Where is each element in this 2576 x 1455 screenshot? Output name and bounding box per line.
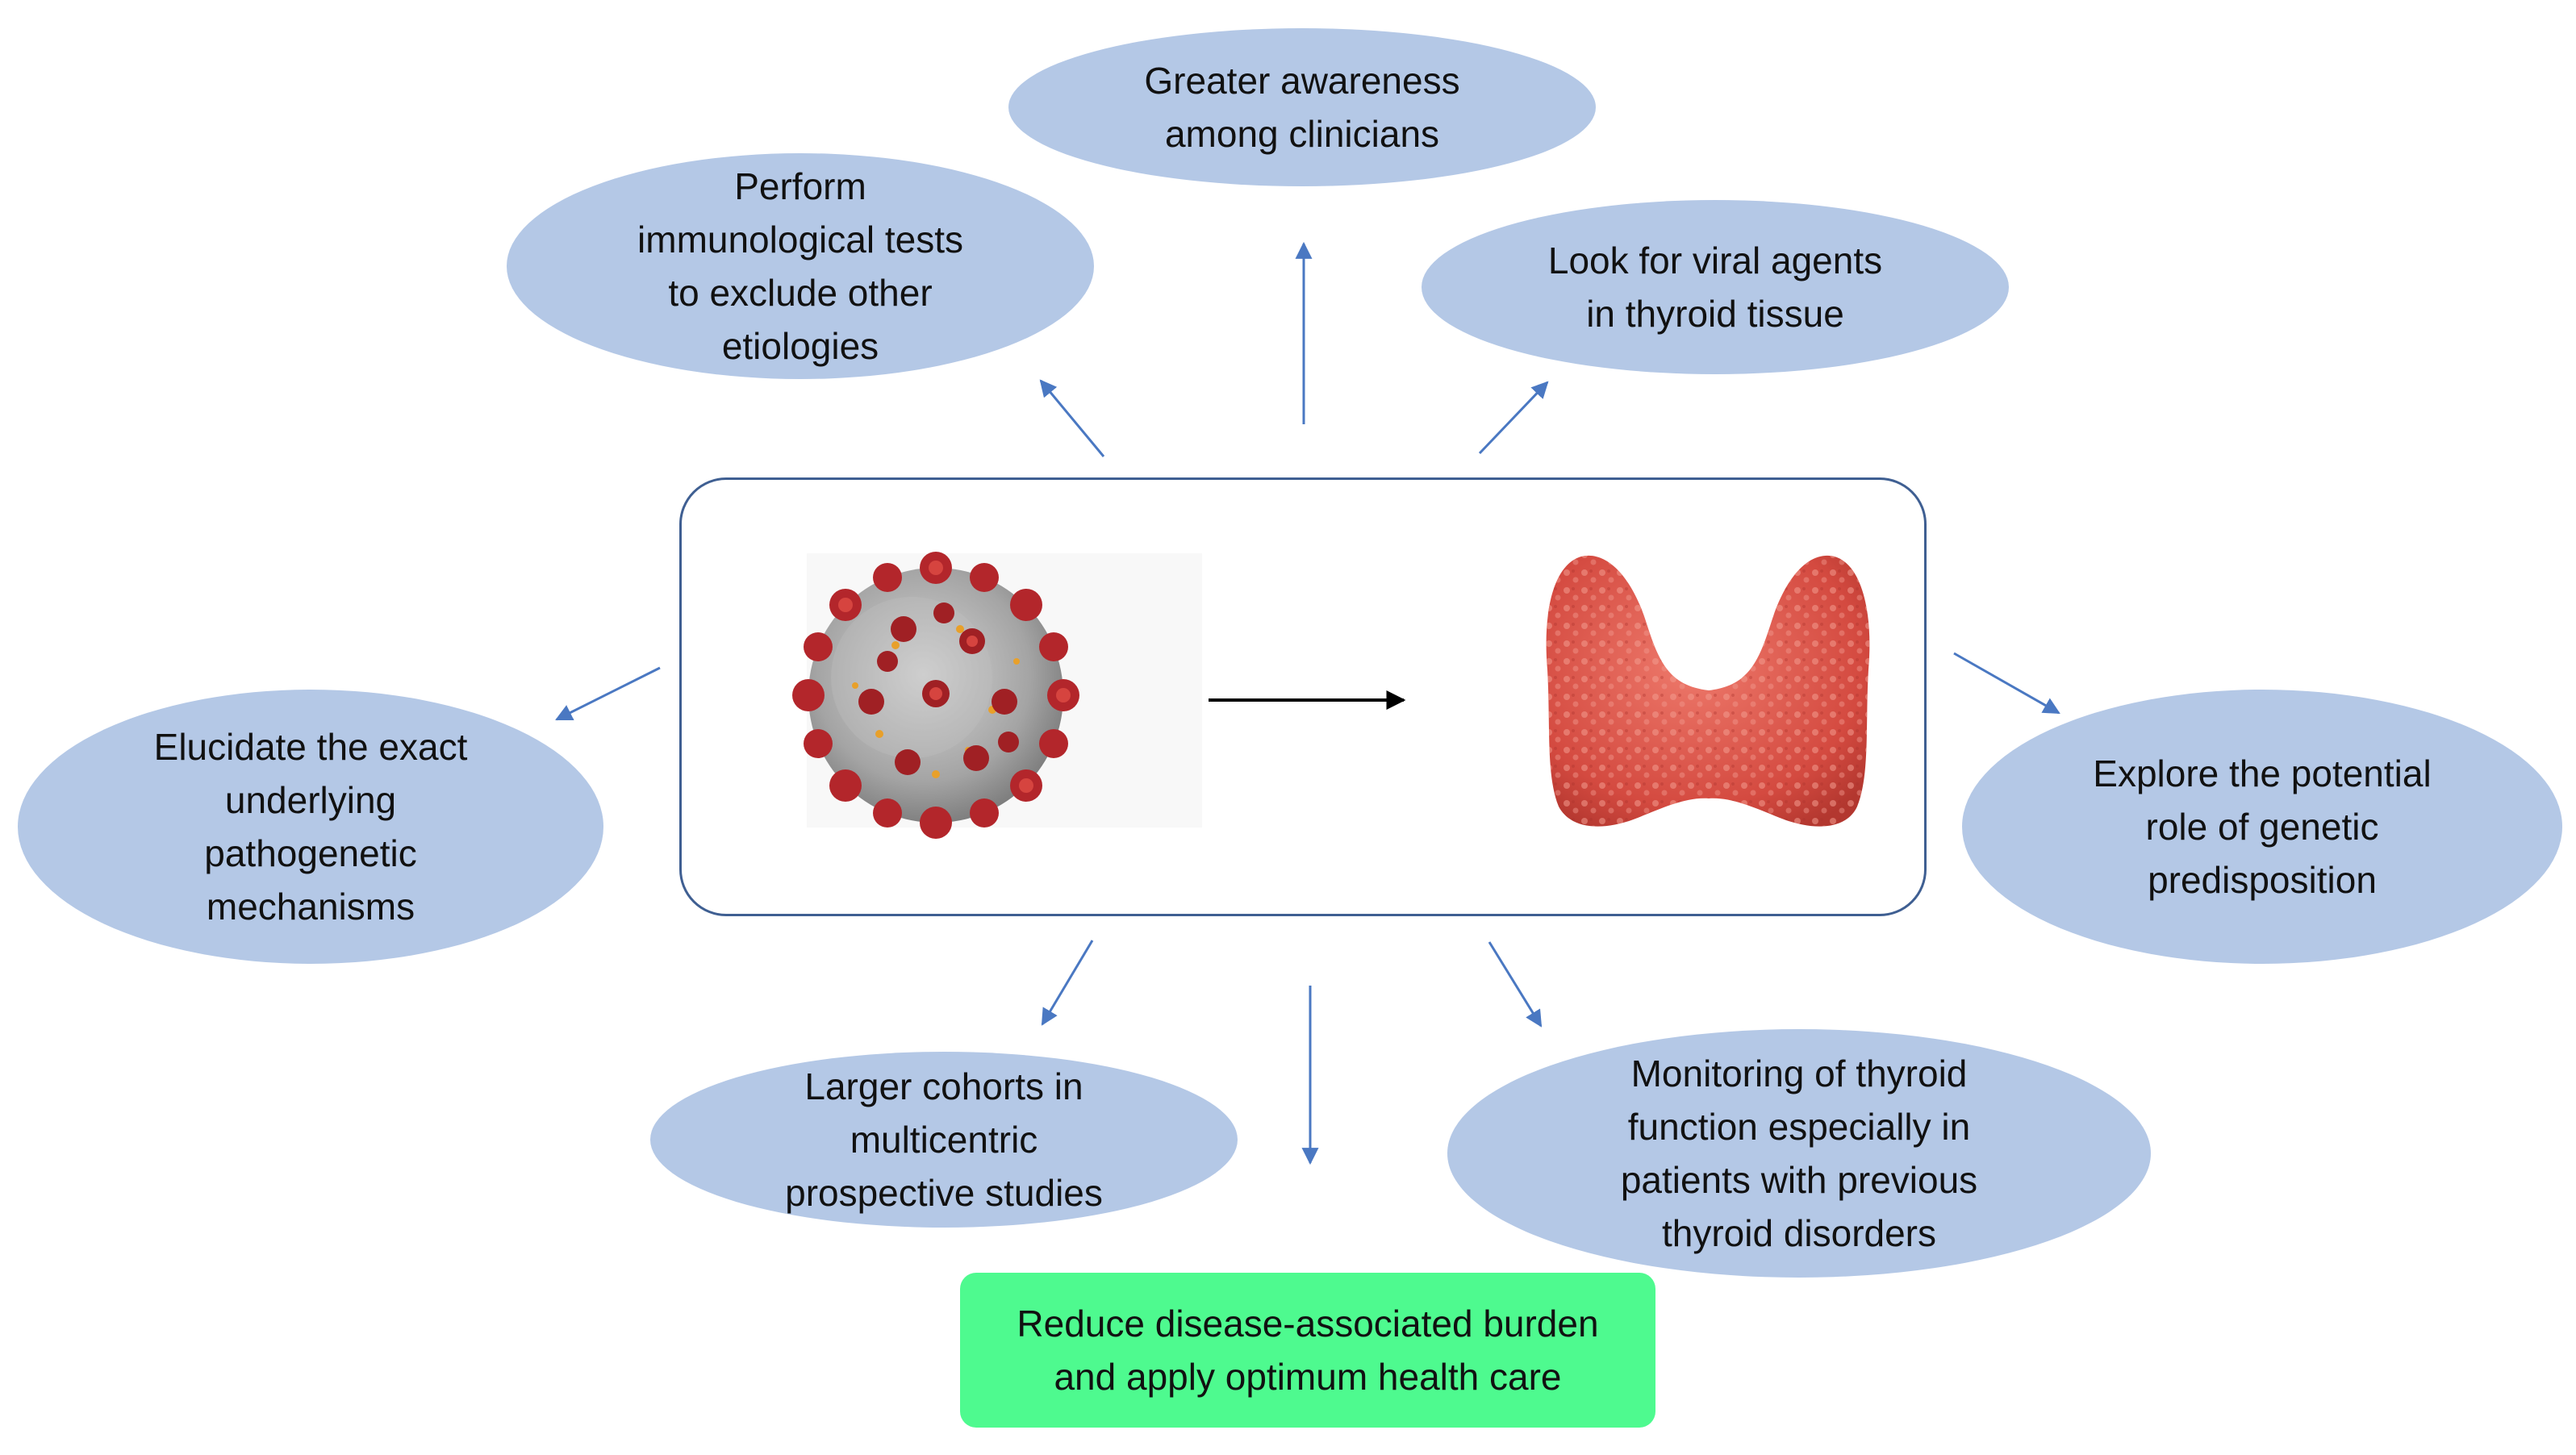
node-pathogenetic-mechanisms: Elucidate the exact underlying pathogene… — [18, 690, 603, 964]
arrow-to-thyroid-monitoring — [1488, 941, 1543, 1028]
node-clinician-awareness: Greater awareness among clinicians — [1008, 28, 1596, 186]
node-viral-agents-label: Look for viral agents in thyroid tissue — [1547, 240, 1883, 335]
arrow-to-immunological-tests — [1039, 379, 1105, 457]
central-panel — [679, 477, 1927, 916]
node-larger-cohorts-label: Larger cohorts in multicentric prospecti… — [785, 1065, 1103, 1214]
arrow-to-pathogenetic-mechanisms — [555, 666, 661, 721]
goal-label: Reduce disease-associated burden and app… — [1017, 1303, 1599, 1398]
node-clinician-awareness-label: Greater awareness among clinicians — [1144, 60, 1460, 155]
node-thyroid-monitoring: Monitoring of thyroid function especiall… — [1447, 1029, 2151, 1278]
node-genetic-predisposition-label: Explore the potential role of genetic pr… — [2093, 753, 2432, 901]
node-thyroid-monitoring-label: Monitoring of thyroid function especiall… — [1620, 1053, 1978, 1254]
arrow-to-larger-cohorts — [1041, 940, 1094, 1026]
arrow-to-viral-agents — [1478, 381, 1549, 455]
node-immunological-tests-label: Perform immunological tests to exclude o… — [637, 165, 963, 367]
node-larger-cohorts: Larger cohorts in multicentric prospecti… — [650, 1052, 1238, 1228]
goal-box: Reduce disease-associated burden and app… — [960, 1273, 1655, 1428]
arrow-to-genetic-predisposition — [1953, 652, 2060, 715]
node-immunological-tests: Perform immunological tests to exclude o… — [507, 153, 1094, 379]
node-genetic-predisposition: Explore the potential role of genetic pr… — [1962, 690, 2562, 964]
node-viral-agents: Look for viral agents in thyroid tissue — [1422, 200, 2009, 374]
node-pathogenetic-mechanisms-label: Elucidate the exact underlying pathogene… — [153, 726, 468, 928]
